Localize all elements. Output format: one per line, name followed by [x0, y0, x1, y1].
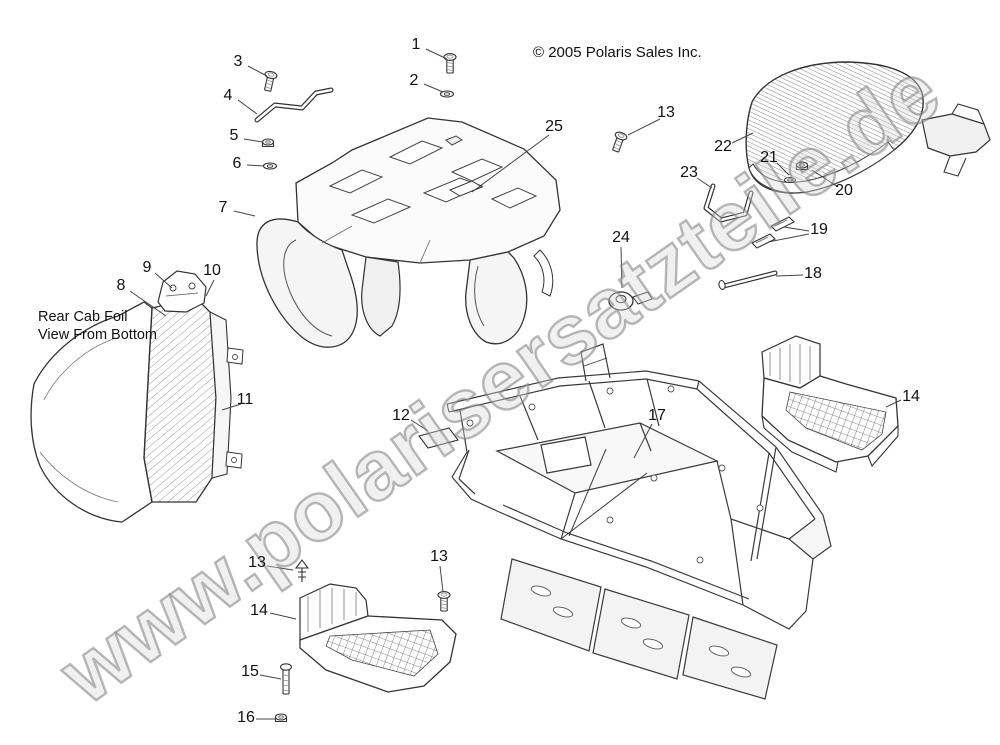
part-clips-19 [751, 216, 795, 249]
callout-20: 20 [835, 182, 853, 199]
callout-18: 18 [804, 265, 822, 282]
part-frame-holes [466, 385, 764, 678]
part-seat [745, 61, 991, 194]
part-bolt-13-top [609, 130, 629, 154]
copyright-text: © 2005 Polaris Sales Inc. [533, 44, 702, 61]
callout-14-a: 14 [902, 388, 920, 405]
callout-24: 24 [612, 229, 630, 246]
callout-21: 21 [760, 149, 778, 166]
callout-4: 4 [223, 87, 233, 104]
callout-13-c: 13 [430, 548, 448, 565]
part-clip-13-left [294, 559, 310, 582]
part-bracket-23 [703, 183, 754, 223]
callout-8: 8 [116, 277, 126, 294]
callout-5: 5 [229, 127, 239, 144]
callout-16: 16 [237, 709, 255, 726]
part-bolt-13-center [437, 591, 451, 612]
part-plate-12 [418, 427, 459, 449]
part-rod-4 [254, 87, 334, 123]
callout-11: 11 [236, 391, 254, 408]
view-note-line2: View From Bottom [38, 327, 157, 343]
callout-10: 10 [203, 262, 221, 279]
callout-13-b: 13 [248, 554, 266, 571]
callout-23: 23 [680, 164, 698, 181]
callout-22: 22 [714, 138, 732, 155]
callout-14-b: 14 [250, 602, 268, 619]
part-footwell-right [761, 335, 899, 473]
callout-1: 1 [411, 36, 421, 53]
part-bolt-15 [279, 663, 293, 695]
part-bolt-3 [261, 69, 279, 93]
part-pin-18 [718, 270, 778, 290]
callout-19: 19 [810, 221, 828, 238]
view-note: Rear Cab Foil View From Bottom [38, 308, 157, 344]
callout-3: 3 [233, 53, 243, 70]
view-note-line1: Rear Cab Foil [38, 309, 128, 325]
part-frame [446, 343, 832, 700]
part-grommet-24 [608, 291, 653, 311]
callout-12: 12 [392, 407, 410, 424]
part-rear-cab-foil [30, 270, 244, 523]
part-nut-16 [274, 713, 288, 723]
part-rear-cab [256, 117, 561, 348]
callout-17: 17 [648, 407, 666, 424]
part-footwell-left [299, 583, 457, 693]
callout-13-a: 13 [657, 104, 675, 121]
part-bolt-1 [443, 53, 457, 74]
callout-25: 25 [545, 118, 563, 135]
callout-7: 7 [218, 199, 228, 216]
part-nut-20 [795, 161, 809, 171]
callout-9: 9 [142, 259, 152, 276]
part-washer-6 [262, 162, 278, 170]
callout-15: 15 [241, 663, 259, 680]
part-nut-5 [261, 138, 275, 148]
callout-6: 6 [232, 155, 242, 172]
leader-lines [129, 48, 902, 720]
part-washer-21 [784, 176, 796, 184]
callout-2: 2 [409, 72, 419, 89]
